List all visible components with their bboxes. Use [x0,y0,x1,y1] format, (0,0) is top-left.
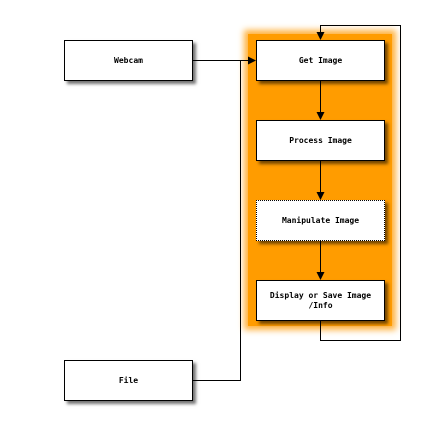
edge-file-to-get-image [193,60,241,381]
process-image-node: Process Image [256,120,385,161]
edge-display-loop-to-get-image [316,25,401,341]
display-save-node: Display or Save Image /Info [256,280,385,321]
webcam-node: Webcam [64,40,193,81]
file-node: File [64,360,193,401]
manipulate-image-node: Manipulate Image [256,200,385,241]
get-image-node: Get Image [256,40,385,81]
